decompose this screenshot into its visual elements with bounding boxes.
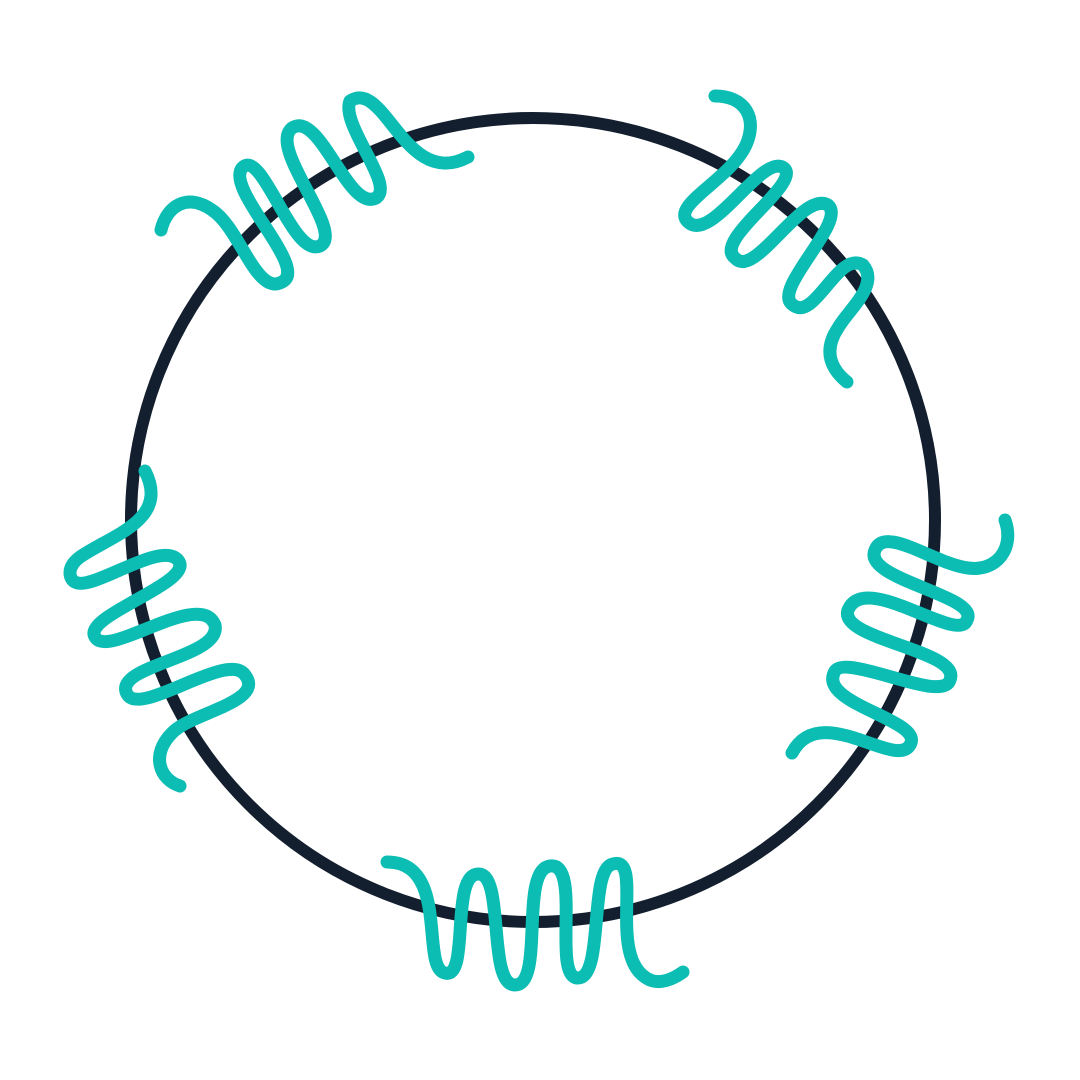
coils-group (63, 89, 1015, 992)
coil-top-right (678, 89, 875, 389)
coil-right (785, 513, 1015, 760)
coil-bottom (380, 855, 690, 992)
coil-left (63, 464, 255, 793)
coil-top-left (154, 91, 475, 291)
